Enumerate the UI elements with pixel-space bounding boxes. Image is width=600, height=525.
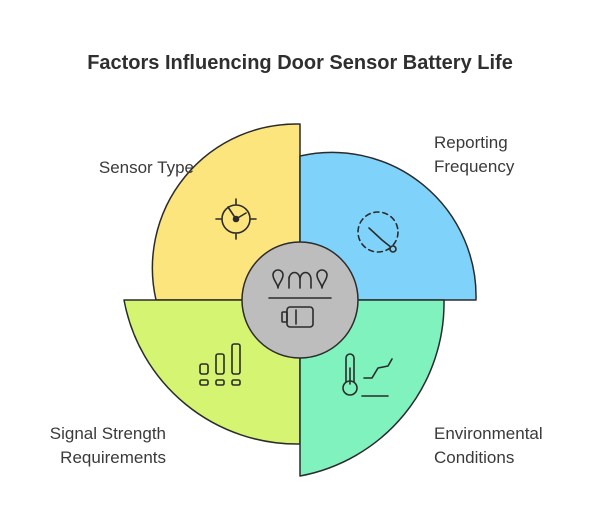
sensor-battery-icon [268,269,332,328]
signal-bars-icon [199,343,241,386]
label-environmental-conditions: Environmental Conditions [434,422,594,470]
timer-icon [357,211,399,253]
label-line: Reporting [434,133,508,152]
diagram-title: Factors Influencing Door Sensor Battery … [87,52,513,74]
label-line: Frequency [434,157,515,176]
center-hub [241,241,359,359]
label-line: Signal Strength [49,424,166,443]
label-line: Requirements [60,448,166,467]
radar-icon [215,198,257,240]
label-sensor-type: Sensor Type [44,156,194,180]
label-line: Sensor Type [98,158,194,177]
label-reporting-frequency: Reporting Frequency [434,131,584,179]
label-signal-strength: Signal Strength Requirements [16,422,166,470]
thermometer-icon [342,353,393,397]
label-line: Conditions [434,448,515,467]
label-line: Environmental [434,424,543,443]
